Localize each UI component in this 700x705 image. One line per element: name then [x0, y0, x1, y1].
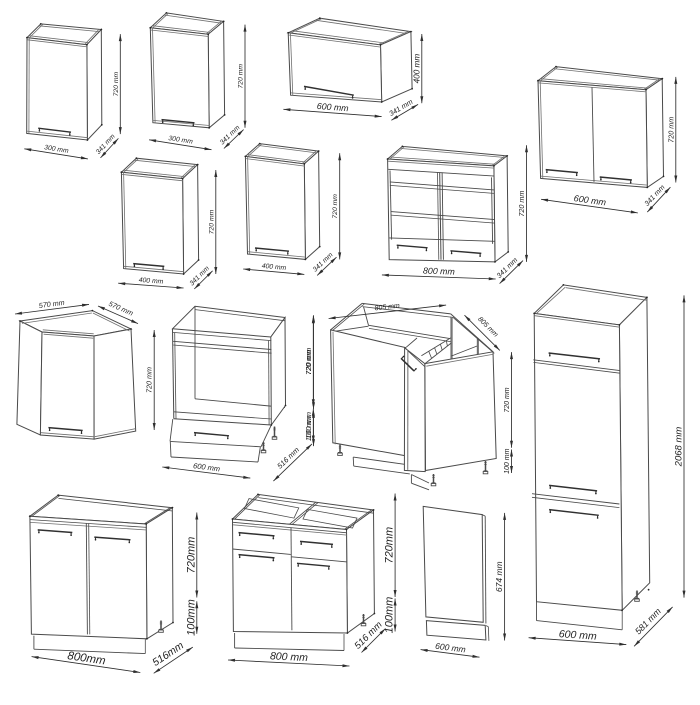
svg-text:720mm: 720mm: [384, 527, 396, 564]
svg-text:100 mm: 100 mm: [504, 448, 511, 473]
svg-text:720 mm: 720 mm: [517, 191, 526, 217]
svg-text:720 mm: 720 mm: [145, 367, 154, 393]
svg-text:800 mm: 800 mm: [423, 266, 455, 277]
svg-text:674 mm: 674 mm: [494, 561, 504, 592]
svg-text:720 mm: 720 mm: [208, 209, 215, 234]
svg-text:400 mm: 400 mm: [412, 54, 421, 84]
svg-text:720 mm: 720 mm: [666, 117, 675, 143]
svg-text:2068 mm: 2068 mm: [674, 427, 685, 468]
svg-text:720 mm: 720 mm: [332, 194, 339, 219]
svg-text:720 mm: 720 mm: [504, 387, 511, 412]
svg-text:720 mm: 720 mm: [306, 349, 313, 374]
svg-text:720 mm: 720 mm: [238, 64, 245, 89]
svg-text:800 mm: 800 mm: [270, 650, 309, 664]
svg-text:100mm: 100mm: [185, 599, 197, 636]
svg-text:720 mm: 720 mm: [113, 71, 120, 96]
svg-text:100 mm: 100 mm: [306, 416, 313, 441]
svg-text:720mm: 720mm: [185, 537, 197, 574]
svg-text:100mm: 100mm: [384, 597, 396, 634]
